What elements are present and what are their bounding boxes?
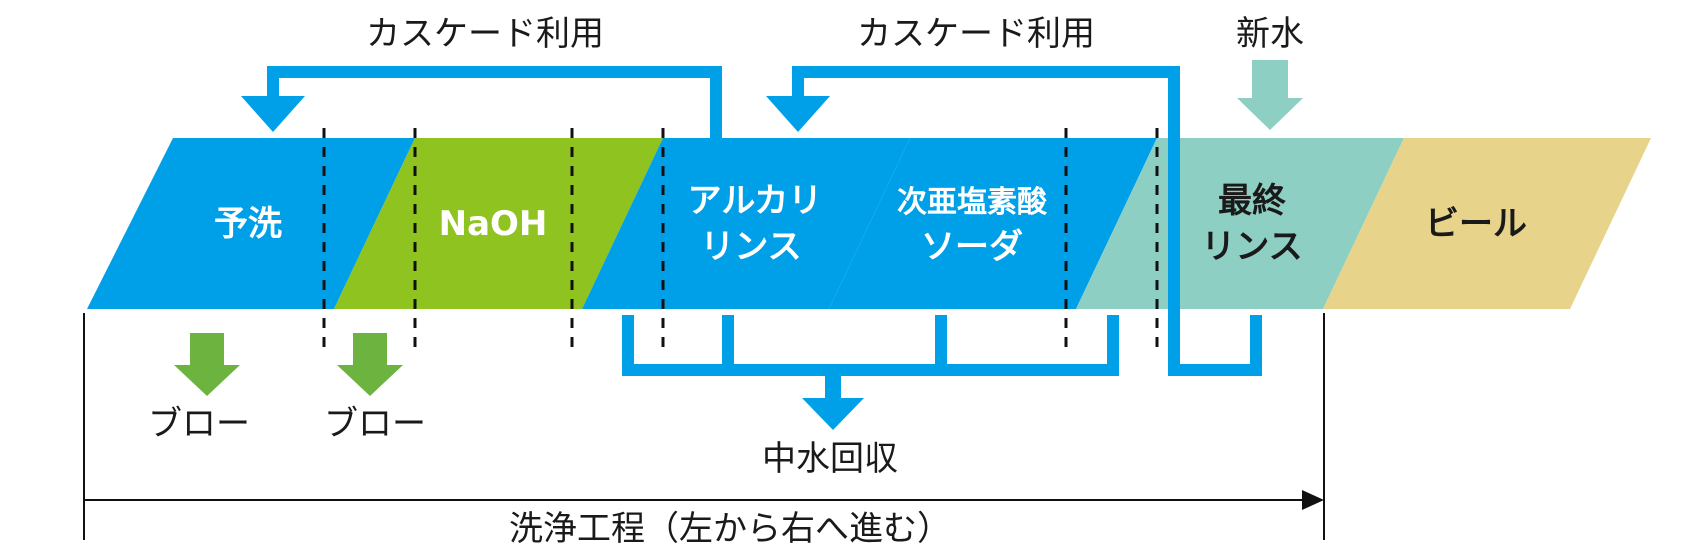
cascade-right-arrow: [766, 66, 1180, 138]
blow-arrow-2: [337, 333, 403, 396]
gray-water-recovery-label: 中水回収: [762, 439, 898, 479]
stage-label-naoh: NaOH: [439, 204, 548, 244]
process-direction-label: 洗浄工程（左から右へ進む）: [509, 509, 951, 549]
cascade-left-arrow: [241, 66, 722, 138]
gray-water-collector: [622, 315, 1119, 430]
blow-arrow-1: [174, 333, 240, 396]
blow-label-2: ブロー: [324, 404, 426, 444]
blow-label-1: ブロー: [148, 404, 250, 444]
fresh-water-label: 新水: [1236, 14, 1304, 54]
fresh-water-arrow: [1237, 60, 1303, 130]
stage-beer-bg: [1323, 138, 1651, 309]
stage-label-final-rinse-2: リンス: [1201, 227, 1302, 267]
stage-label-hypochlorite-1: 次亜塩素酸: [897, 185, 1048, 220]
stage-label-hypochlorite-2: ソーダ: [921, 227, 1023, 267]
process-direction-arrow: [83, 313, 1325, 540]
stage-prewash-bg: [87, 138, 415, 309]
stage-label-alkali-rinse-2: リンス: [700, 227, 801, 267]
stage-label-beer: ビール: [1425, 204, 1527, 244]
stage-label-alkali-rinse-1: アルカリ: [688, 181, 823, 221]
stage-hypochlorite-bg: [829, 138, 1157, 309]
stage-label-prewash: 予洗: [214, 204, 282, 244]
final-rinse-return-line: [1168, 138, 1262, 376]
cascade-left-label: カスケード利用: [366, 14, 604, 54]
stage-label-final-rinse-1: 最終: [1218, 181, 1286, 221]
cascade-right-label: カスケード利用: [857, 14, 1095, 54]
